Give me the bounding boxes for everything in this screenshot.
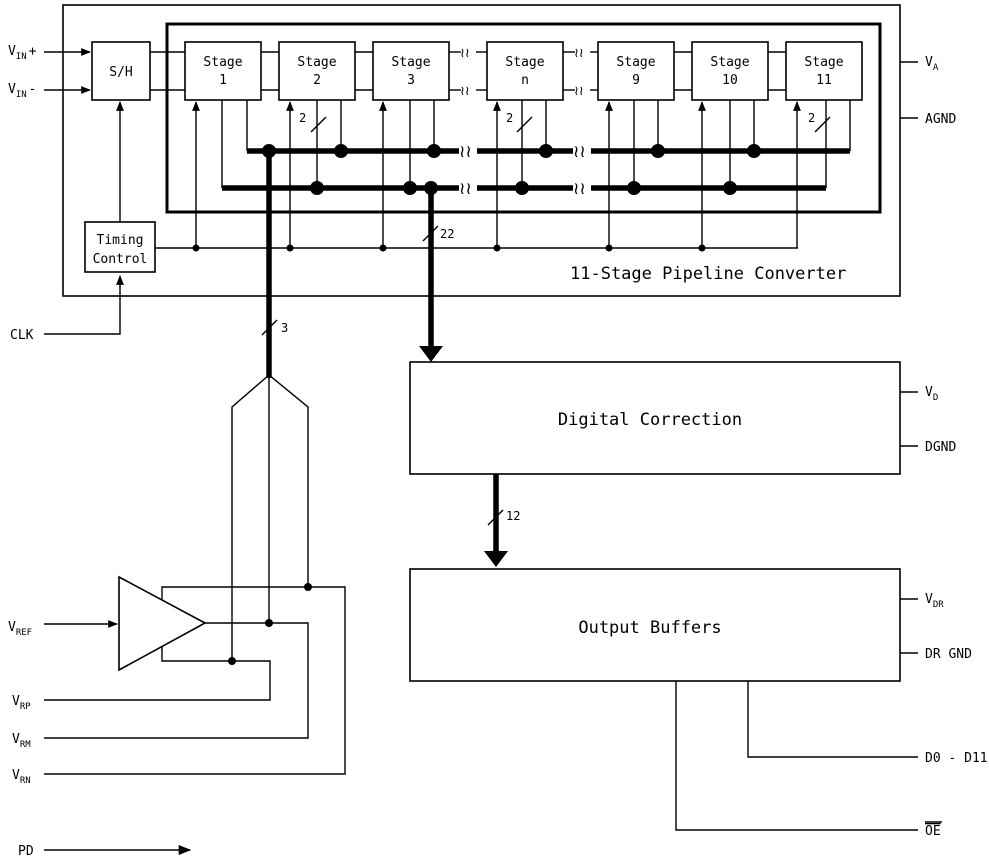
svg-text:VD: VD xyxy=(925,385,938,403)
svg-text:Timing: Timing xyxy=(97,233,144,248)
svg-text:≀≀: ≀≀ xyxy=(573,142,586,162)
svg-text:AGND: AGND xyxy=(925,112,956,127)
vrp-label: VRP xyxy=(12,694,31,712)
oe-wire xyxy=(675,681,918,831)
svg-text:3: 3 xyxy=(281,321,288,335)
converter-title: 11-Stage Pipeline Converter xyxy=(570,264,846,284)
svg-text:9: 9 xyxy=(632,73,640,88)
bus-junctions xyxy=(262,144,761,195)
svg-text:Output Buffers: Output Buffers xyxy=(578,618,721,638)
svg-text:Stage: Stage xyxy=(616,55,655,70)
clock-taps xyxy=(192,101,801,248)
svg-text:VDR: VDR xyxy=(925,592,944,610)
power-pins: VA AGND VD DGND VDR DR GND xyxy=(900,55,972,662)
digital-correction-block xyxy=(409,361,901,475)
sh-block xyxy=(91,41,151,101)
svg-text:≀≀: ≀≀ xyxy=(459,142,472,162)
output-buffers-block xyxy=(409,568,901,682)
stage-n: Stage n xyxy=(486,41,564,101)
svg-text:1: 1 xyxy=(219,73,227,88)
stage-9: Stage 9 xyxy=(597,41,675,101)
pipeline-box xyxy=(165,22,882,214)
data-output-label: D0 - D11 xyxy=(925,751,988,766)
svg-text:2: 2 xyxy=(299,111,306,125)
svg-text:Stage: Stage xyxy=(710,55,749,70)
vin-plus-label: VIN+ xyxy=(8,44,37,62)
clk-wire xyxy=(44,275,124,335)
svg-text:2: 2 xyxy=(313,73,321,88)
vrn-label: VRN xyxy=(12,768,31,786)
oe-label: OE xyxy=(925,824,941,839)
svg-text:Stage: Stage xyxy=(297,55,336,70)
svg-text:11: 11 xyxy=(816,73,832,88)
stage-2: Stage 2 xyxy=(278,41,356,101)
svg-text:≀≀: ≀≀ xyxy=(573,179,586,199)
svg-text:VA: VA xyxy=(925,55,939,73)
break-mark: ≀≀ xyxy=(460,46,470,61)
stage-10: Stage 10 xyxy=(691,41,769,101)
vin-minus-label: VIN- xyxy=(8,82,37,100)
timing-control-block xyxy=(84,221,156,273)
svg-text:n: n xyxy=(521,73,529,88)
svg-text:12: 12 xyxy=(506,509,520,523)
svg-text:Stage: Stage xyxy=(505,55,544,70)
svg-text:Stage: Stage xyxy=(804,55,843,70)
svg-text:22: 22 xyxy=(440,227,454,241)
stage-3: Stage 3 xyxy=(372,41,450,101)
data-output-wire xyxy=(747,681,918,758)
sh-label: S/H xyxy=(109,65,132,80)
svg-text:Stage: Stage xyxy=(203,55,242,70)
vrm-label: VRM xyxy=(12,732,31,750)
clk-label: CLK xyxy=(10,328,34,343)
stage-1: Stage 1 xyxy=(184,41,262,101)
svg-text:2: 2 xyxy=(808,111,815,125)
vref-label: VREF xyxy=(8,620,32,638)
svg-text:DR GND: DR GND xyxy=(925,647,972,662)
svg-text:≀≀: ≀≀ xyxy=(574,46,584,61)
svg-text:2: 2 xyxy=(506,111,513,125)
svg-text:Digital Correction: Digital Correction xyxy=(558,410,742,430)
svg-text:≀≀: ≀≀ xyxy=(460,84,470,99)
svg-text:10: 10 xyxy=(722,73,738,88)
svg-text:Stage: Stage xyxy=(391,55,430,70)
svg-text:≀≀: ≀≀ xyxy=(574,84,584,99)
svg-text:Control: Control xyxy=(93,252,148,267)
stage-11: Stage 11 xyxy=(785,41,863,101)
svg-text:3: 3 xyxy=(407,73,415,88)
svg-text:DGND: DGND xyxy=(925,440,956,455)
svg-text:≀≀: ≀≀ xyxy=(459,179,472,199)
pd-label: PD xyxy=(18,844,34,859)
